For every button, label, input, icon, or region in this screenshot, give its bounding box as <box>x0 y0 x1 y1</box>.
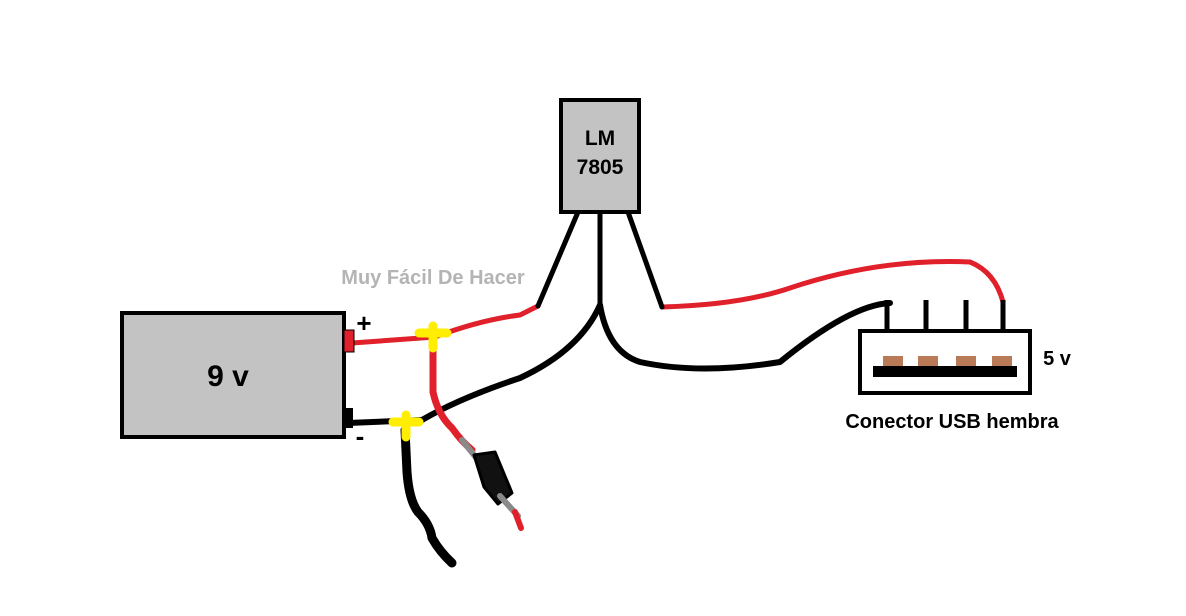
usb-pin-2 <box>918 356 938 366</box>
regulator-legs <box>535 209 665 310</box>
battery-negative-terminal <box>344 408 353 428</box>
positive-wire-regulator-to-usb <box>659 259 1006 310</box>
ground-output-lead <box>400 425 457 568</box>
usb-tongue <box>873 366 1017 377</box>
battery-plus-sign: + <box>356 308 371 338</box>
usb-voltage-label: 5 v <box>1043 348 1072 370</box>
regulator-body <box>559 98 641 214</box>
junction-negative <box>388 410 424 442</box>
usb-caption: Conector USB hembra <box>845 411 1059 433</box>
switch-probe <box>459 437 524 531</box>
ground-wire-regulator-to-usb <box>597 300 893 372</box>
usb-pin-1 <box>883 356 903 366</box>
usb-pin-4 <box>992 356 1012 366</box>
usb-connector <box>858 300 1032 395</box>
battery-minus-sign: - <box>356 421 365 451</box>
battery-positive-terminal <box>343 329 355 353</box>
usb-pin-3 <box>956 356 976 366</box>
regulator-label-line1: LM <box>585 127 615 150</box>
watermark-text: Muy Fácil De Hacer <box>341 267 525 289</box>
battery-body <box>120 311 346 439</box>
regulator-label-line2: 7805 <box>577 156 624 179</box>
junction-positive <box>414 321 452 353</box>
battery-voltage-label: 9 v <box>207 360 249 393</box>
